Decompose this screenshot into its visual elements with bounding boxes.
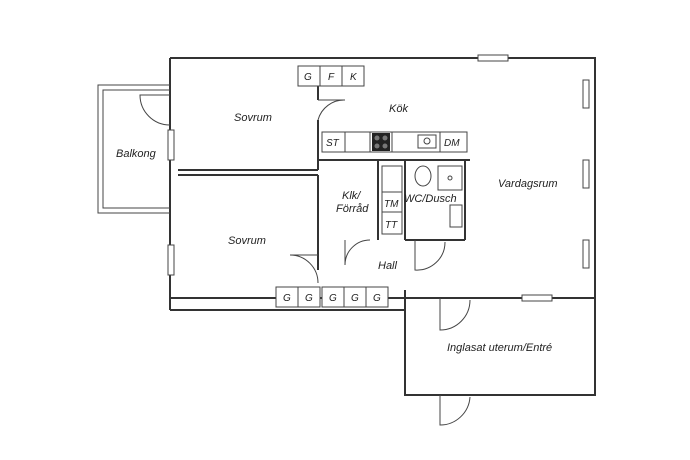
label-g-2: G [305,293,313,304]
outer-walls [97,57,596,396]
label-tm: TM [384,199,399,210]
label-g-1: G [283,293,291,304]
label-g-5: G [373,293,381,304]
room-uterum: Inglasat uterum/Entré [447,342,552,354]
wardrobes [275,286,389,308]
room-balkong: Balkong [116,148,157,160]
kitchen-sink-icon [417,134,437,149]
label-st: ST [326,138,340,149]
shower-icon [437,165,463,191]
room-wc: WC/Dusch [404,193,457,205]
room-kok: Kök [389,103,408,115]
room-sovrum-bottom: Sovrum [228,235,266,247]
label-dm: DM [444,138,460,149]
label-tt: TT [385,220,398,231]
label-g-4: G [351,293,359,304]
stove-icon [372,133,390,151]
windows [167,54,590,302]
toilet-icon [414,165,432,187]
interior-walls [178,66,470,298]
label-g-3: G [329,293,337,304]
label-g-bedroom: G [304,72,312,83]
room-vardagsrum: Vardagsrum [498,178,558,190]
washbasin-icon [449,204,463,228]
label-k: K [350,72,358,83]
kitchen [297,65,468,153]
room-sovrum-top: Sovrum [234,112,272,124]
doors [139,94,471,426]
room-klk-line1: Klk/ [342,190,361,202]
label-f: F [328,72,335,83]
room-hall: Hall [378,260,398,272]
bathroom [381,165,463,235]
room-klk-line2: Förråd [336,203,369,215]
